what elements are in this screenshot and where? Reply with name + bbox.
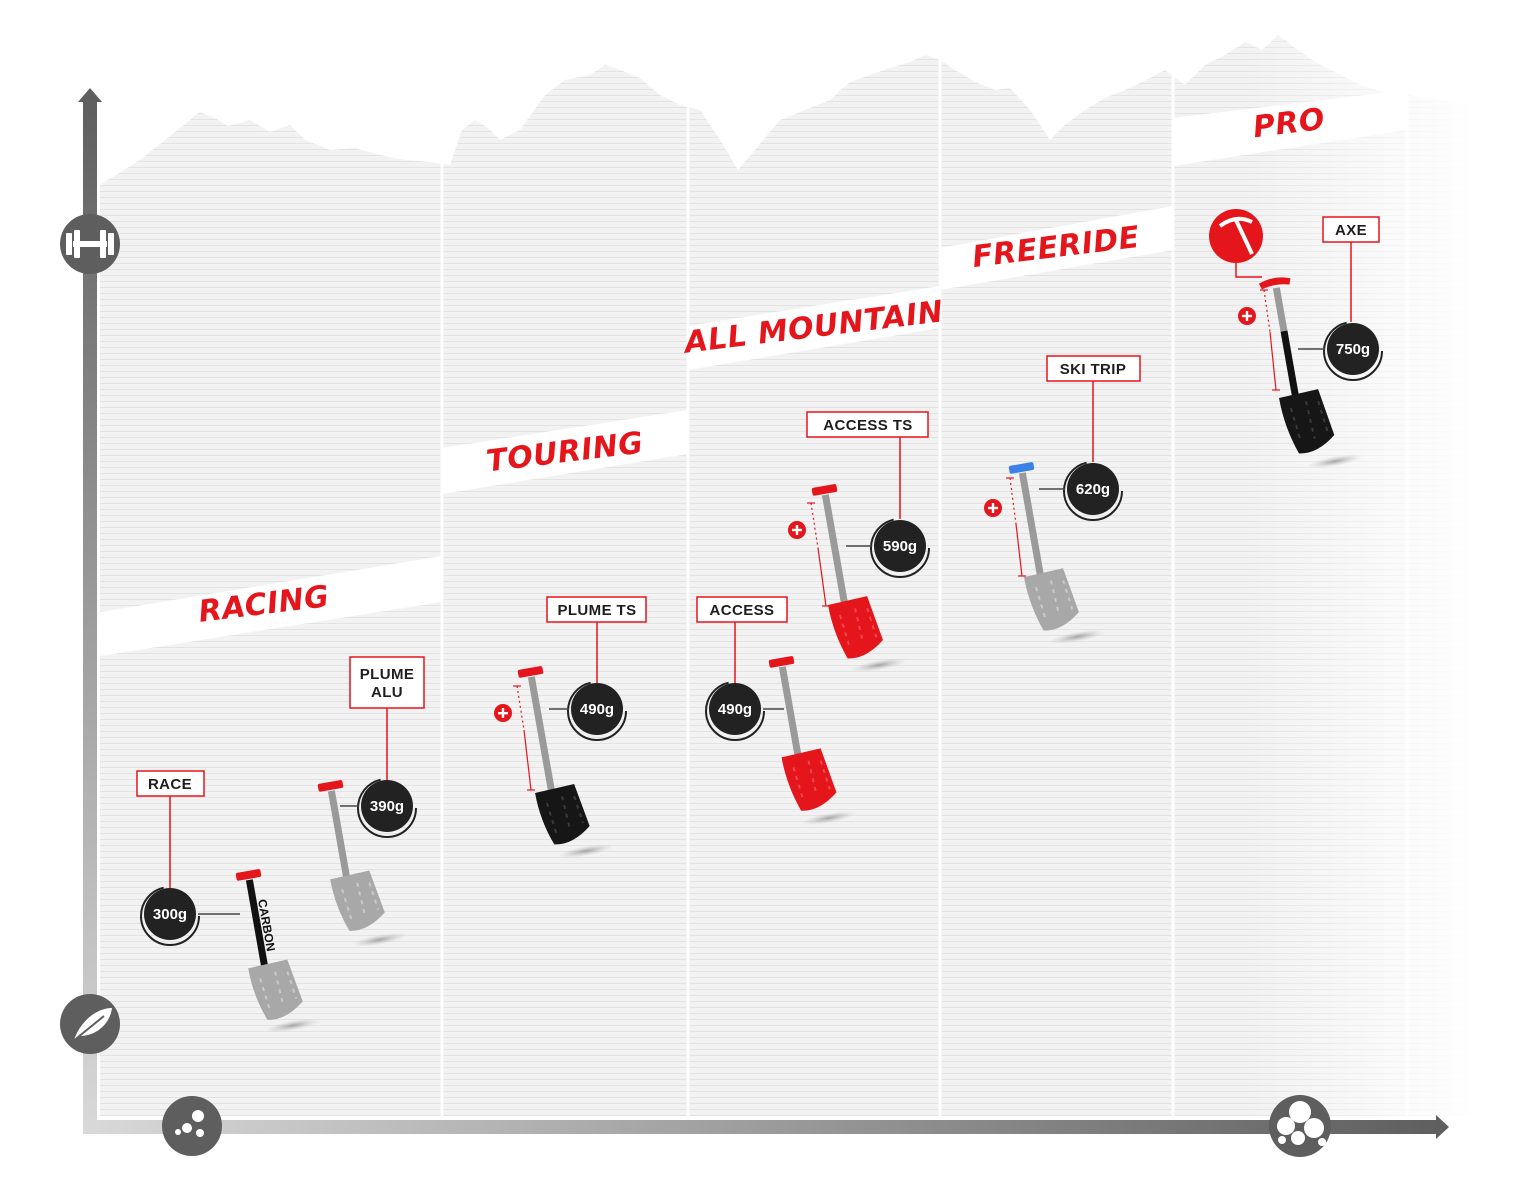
product-ski-trip[interactable]: SKI TRIP 620g	[984, 355, 1141, 649]
dumbbell-icon	[60, 214, 120, 274]
weight-label: 300g	[153, 906, 187, 923]
category-band-freeride: FREERIDE	[940, 206, 1173, 290]
weight-ring	[870, 518, 930, 578]
product-name-box	[1046, 355, 1141, 382]
weight-badge	[361, 780, 413, 832]
product-axe[interactable]: AXE 750g	[1209, 209, 1383, 474]
shovel	[317, 780, 408, 947]
extension-indicator	[1006, 477, 1026, 577]
weight-badge	[571, 683, 623, 735]
product-name-box	[696, 596, 788, 623]
product-name: RACE	[148, 776, 192, 793]
small-snow-icon	[162, 1096, 222, 1156]
y-axis	[78, 88, 102, 1134]
weight-ring	[705, 681, 765, 741]
ice-axe-icon	[1209, 209, 1263, 263]
product-access-ts[interactable]: ACCESS TS 590g	[788, 411, 930, 677]
product-name: AXE	[1335, 222, 1367, 239]
product-name-box	[806, 411, 929, 438]
weight-label: 390g	[370, 798, 404, 815]
product-name: ACCESS	[710, 602, 775, 619]
product-name-box	[136, 770, 205, 797]
category-band-pro: PRO	[1173, 90, 1407, 166]
category-label-pro: PRO	[1251, 102, 1327, 146]
plus-icon	[1238, 307, 1256, 325]
weight-label: 750g	[1336, 341, 1370, 358]
shovel	[517, 666, 614, 858]
extension-indicator	[513, 685, 535, 791]
weight-badge	[144, 888, 196, 940]
feather-icon	[60, 994, 120, 1054]
x-axis	[83, 1115, 1449, 1139]
weight-ring	[357, 778, 417, 838]
weight-label: 490g	[580, 701, 614, 718]
weight-ring	[567, 681, 627, 741]
shovel	[235, 869, 321, 1033]
extension-indicator	[1260, 289, 1280, 391]
shovel	[1258, 277, 1363, 469]
weight-ring	[140, 886, 200, 946]
avalanche-debris-icon	[1269, 1095, 1331, 1157]
product-name-box	[349, 656, 425, 709]
product-access[interactable]: ACCESS 490g	[696, 596, 857, 829]
plus-icon	[984, 499, 1002, 517]
product-name: SKI TRIP	[1060, 361, 1127, 378]
product-name-line-2: ALU	[371, 684, 403, 701]
plus-icon	[494, 704, 512, 722]
weight-label: 490g	[718, 701, 752, 718]
weight-badge	[1067, 463, 1119, 515]
product-name: PLUME TS	[557, 602, 636, 619]
shovel	[1008, 462, 1105, 644]
weight-label: 620g	[1076, 481, 1110, 498]
product-plume-ts[interactable]: PLUME TS 490g	[494, 596, 647, 863]
product-name: ACCESS TS	[823, 417, 912, 434]
weight-badge	[874, 520, 926, 572]
axe-leader-line	[1235, 263, 1262, 278]
product-name-box	[546, 596, 647, 623]
plus-icon	[788, 521, 806, 539]
right-fade	[1250, 0, 1480, 1130]
weight-ring	[1323, 321, 1383, 381]
weight-label: 590g	[883, 538, 917, 555]
product-plume-alu[interactable]: PLUME ALU 390g	[314, 656, 425, 951]
shovel	[768, 656, 857, 825]
weight-ring	[1063, 461, 1123, 521]
weight-badge	[1327, 323, 1379, 375]
shovel	[811, 484, 907, 672]
weight-badge	[709, 683, 761, 735]
product-name-line-1: PLUME	[360, 666, 415, 683]
